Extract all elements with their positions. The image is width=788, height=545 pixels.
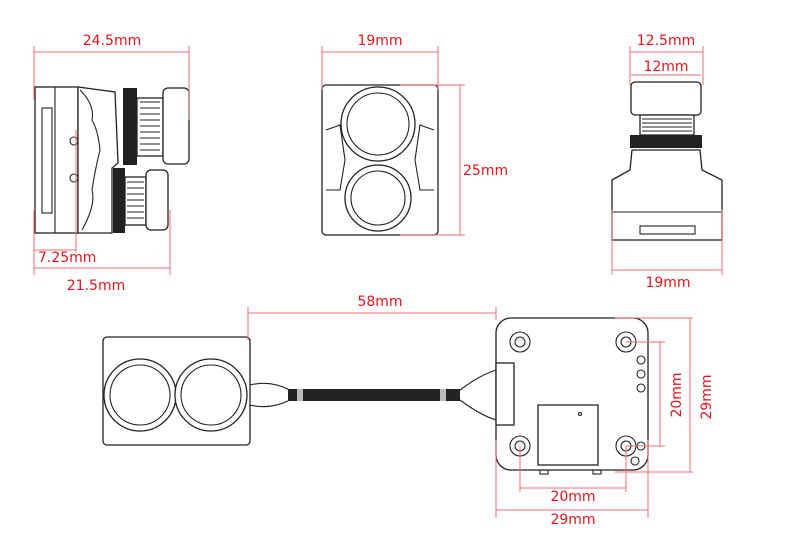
top-lens-thread [639,114,695,136]
front-height-label: 25mm [463,163,508,179]
board-height-label: 29mm [699,374,715,419]
top-width-label: 19mm [645,275,690,291]
assembly-right-lens [174,358,248,432]
vertical-hole-spacing-label: 20mm [669,372,685,417]
top-view: 12.5mm 12mm 19mm [611,33,723,291]
side-view: 24.5mm 7.25mm 21.5mm [33,33,190,294]
lower-lens-nut [113,168,125,233]
top-lens-cap [630,81,702,116]
front-upper-lens [340,86,416,162]
top-outer-lens-label: 12.5mm [637,33,695,49]
upper-lens-thread [136,97,164,157]
upper-lens-cap [162,87,190,165]
side-short-length-label: 21.5mm [67,278,125,294]
board-width-label: 29mm [550,512,595,528]
top-inner-lens-label: 12mm [643,59,688,75]
assembly-left-lens [103,358,177,432]
assembly-view: 58mm 20mm 29mm 20mm 29mm [102,294,715,528]
front-lower-lens [344,164,412,232]
lower-lens-cap [145,169,169,231]
sensor-chip [537,404,599,466]
horizontal-hole-spacing-label: 20mm [550,489,595,505]
cable-connector [495,362,515,426]
ribbon-cable [288,389,460,401]
upper-lens-nut [123,88,137,165]
top-lens-nut [630,135,702,148]
front-width-label: 19mm [357,33,402,49]
front-view: 19mm 25mm [321,33,508,236]
top-body [611,149,723,241]
cable-length-label: 58mm [357,294,402,310]
side-body-depth-label: 7.25mm [38,250,96,266]
side-overall-length-label: 24.5mm [83,33,141,49]
